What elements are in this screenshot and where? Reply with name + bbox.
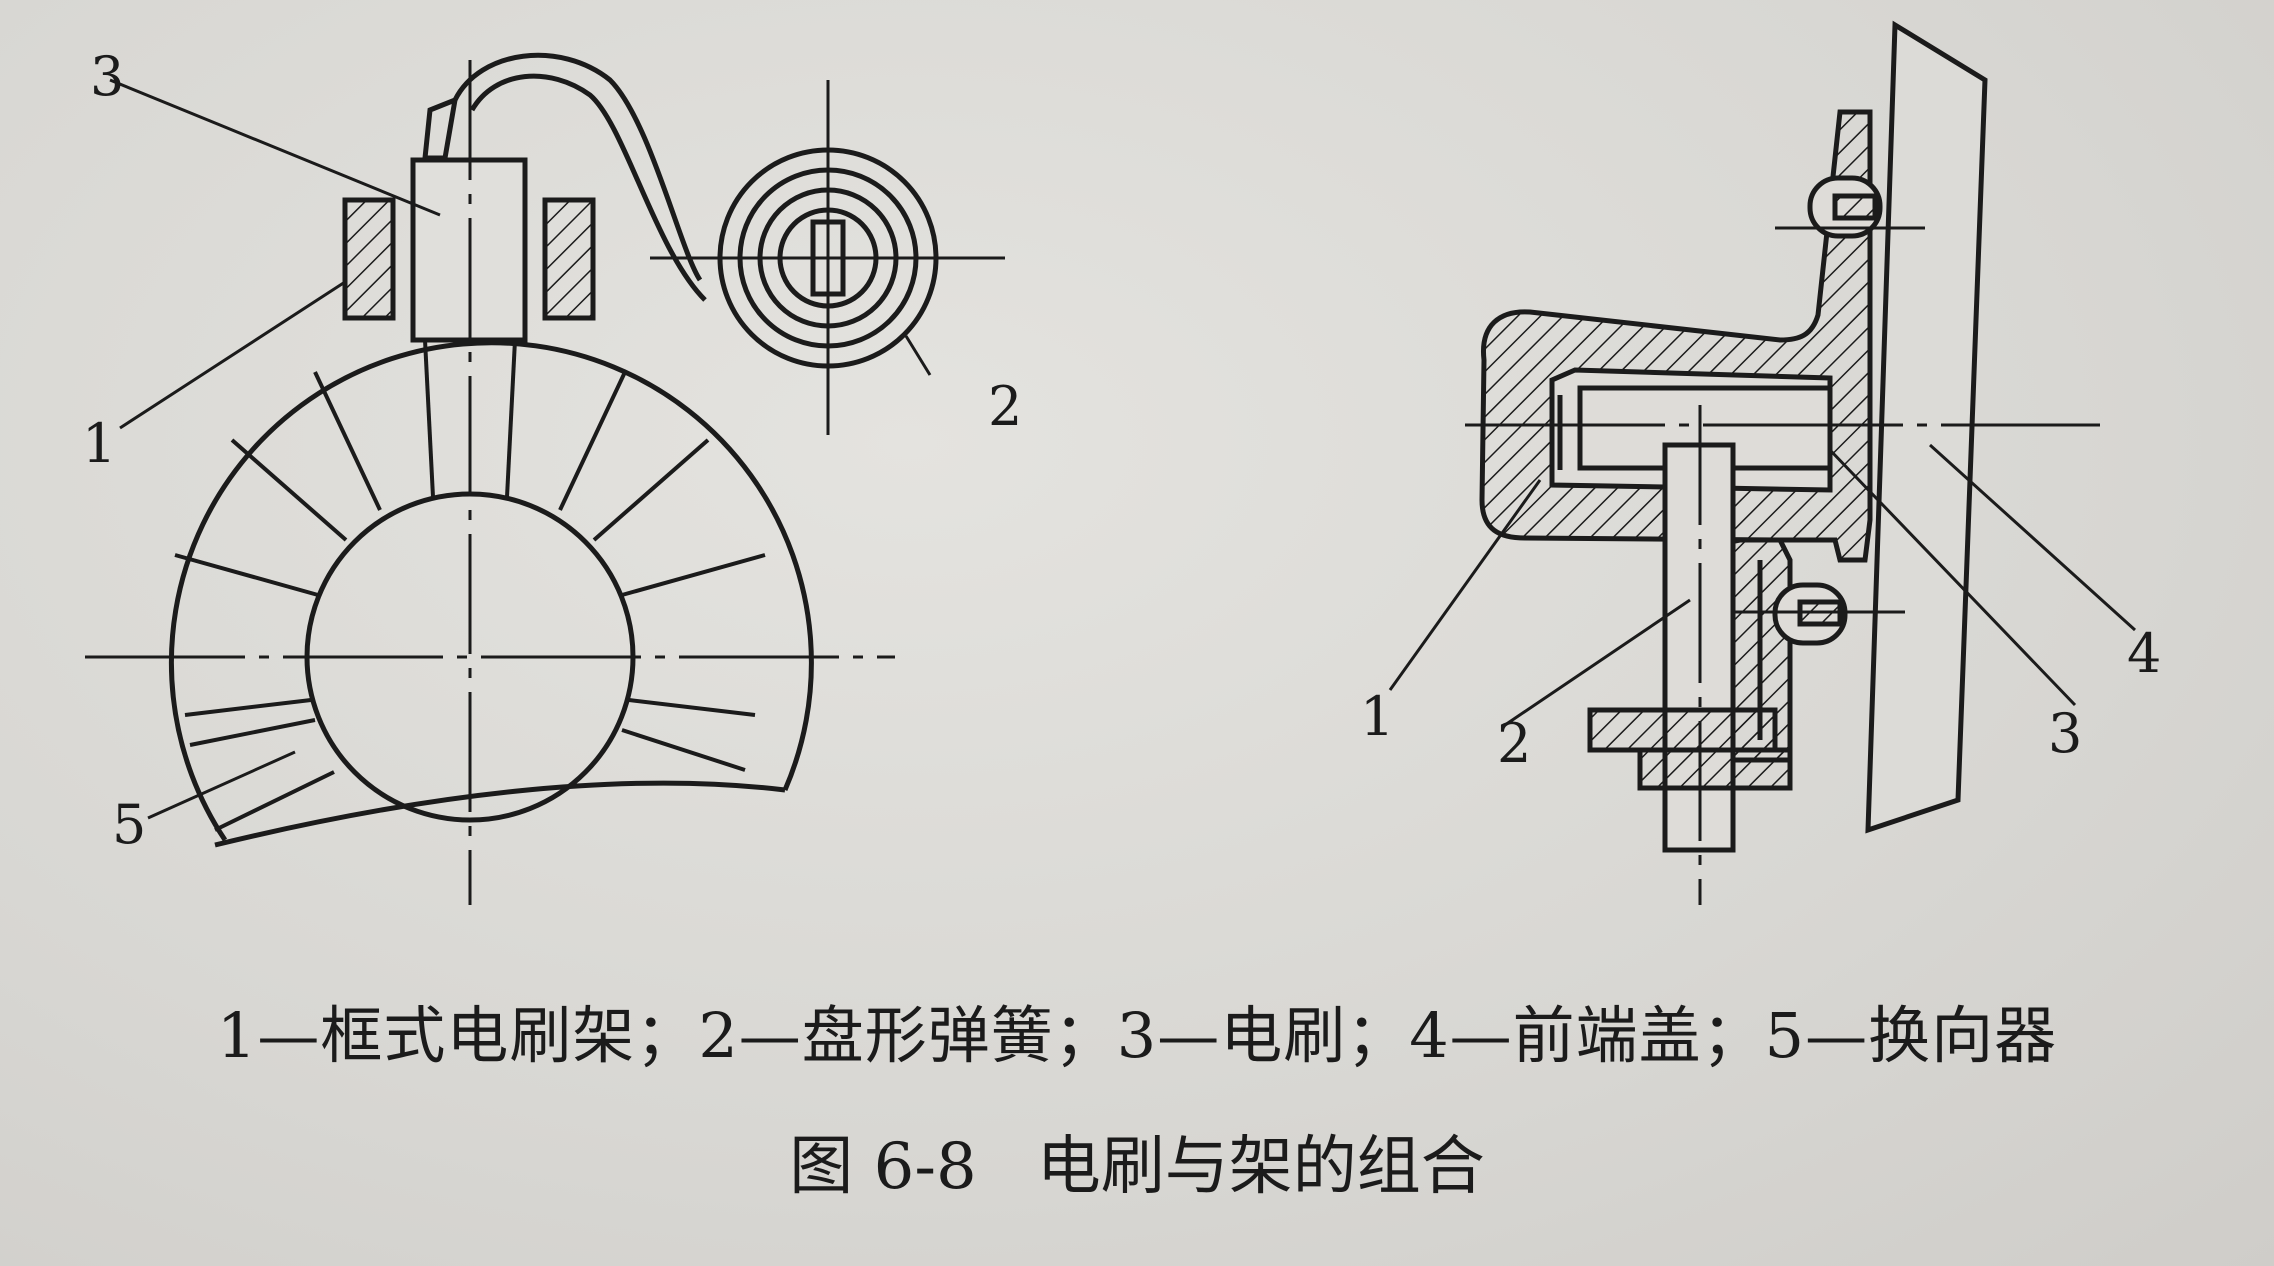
left-callout-5: 5 bbox=[112, 793, 146, 856]
figure-caption: 图 6-8 电刷与架的组合 bbox=[0, 1115, 2274, 1207]
left-view bbox=[85, 52, 1005, 905]
left-leaders bbox=[109, 78, 932, 820]
right-callout-3: 3 bbox=[2048, 702, 2082, 765]
right-view bbox=[1388, 20, 2137, 905]
figure-legend: 1—框式电刷架；2—盘形弹簧；3—电刷；4—前端盖；5—换向器 bbox=[216, 999, 2058, 1072]
right-callout-4: 4 bbox=[2127, 622, 2161, 685]
figure-number: 图 6-8 bbox=[789, 1130, 977, 1204]
left-callout-3: 3 bbox=[90, 45, 124, 108]
bolts bbox=[1772, 175, 1883, 646]
right-callout-2: 2 bbox=[1497, 712, 1531, 775]
commutator bbox=[168, 339, 814, 848]
brush-holder bbox=[342, 197, 596, 321]
right-leaders bbox=[1388, 443, 2137, 727]
left-callout-2: 2 bbox=[988, 375, 1022, 438]
figure-title: 电刷与架的组合 bbox=[1036, 1130, 1485, 1204]
left-center-lines bbox=[85, 60, 1005, 905]
front-end-cover bbox=[1865, 20, 1988, 834]
right-callout-1: 1 bbox=[1360, 685, 1394, 748]
right-center-lines bbox=[1465, 226, 2100, 905]
left-callout-1: 1 bbox=[82, 412, 116, 475]
